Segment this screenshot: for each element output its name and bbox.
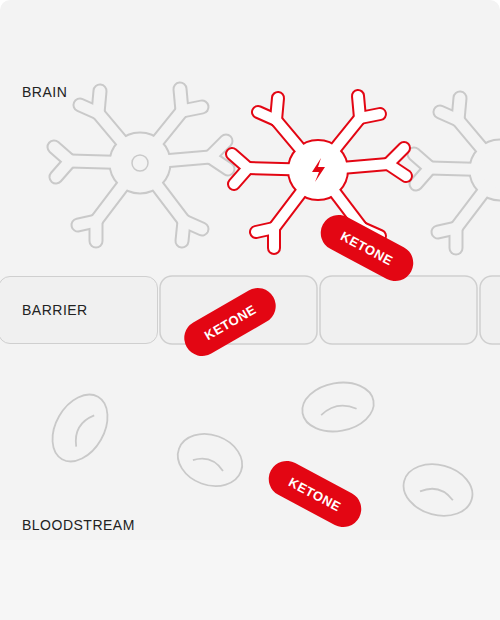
neuron — [54, 89, 228, 241]
neuron — [414, 96, 500, 248]
barrier-cell: BARRIER — [0, 276, 158, 344]
barrier-cell — [480, 276, 500, 344]
blood-cells — [41, 377, 478, 523]
region-label: BARRIER — [22, 302, 88, 318]
region-label: BRAIN — [22, 84, 67, 100]
region-label: BLOODSTREAM — [22, 517, 135, 533]
barrier-cell — [320, 276, 477, 344]
active-neuron — [232, 96, 406, 248]
